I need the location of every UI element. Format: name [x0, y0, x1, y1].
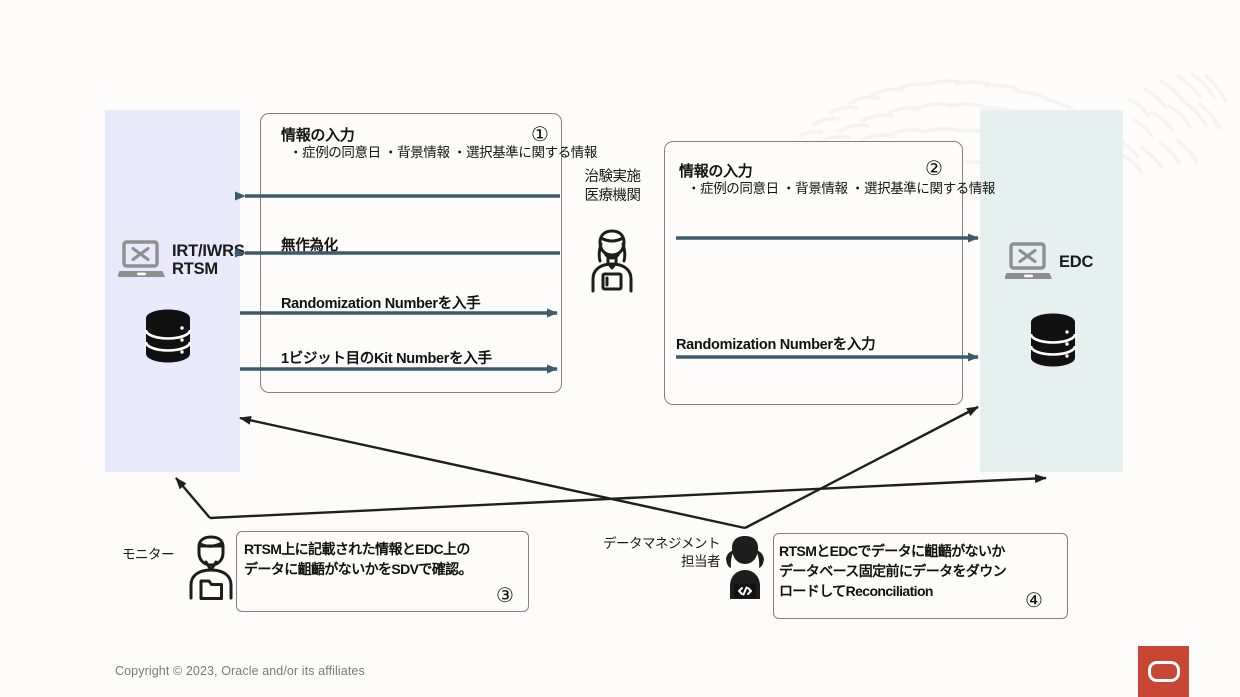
site-actor-group: 治験実施 医療機関 [565, 168, 660, 206]
crossing-connectors [175, 405, 1047, 530]
dm-to-edc-arrow [744, 405, 979, 530]
box1-bullets: ・症例の同意日 ・背景情報 ・選択基準に関する情報 [289, 145, 598, 160]
dm-note-marker: ④ [1025, 590, 1043, 612]
dm-to-irt-arrow [239, 415, 746, 530]
site-actor-label: 治験実施 医療機関 [584, 169, 642, 204]
person-clipboard-icon [591, 229, 633, 293]
box2-bullets: ・症例の同意日 ・背景情報 ・選択基準に関する情報 [687, 181, 996, 196]
laptop-tools-icon [118, 240, 165, 277]
database-icon [144, 309, 192, 363]
edc-system-group: EDC [1005, 242, 1093, 282]
box1-flow-label-3: Randomization Numberを入手 [281, 296, 481, 312]
person-folder-icon [189, 535, 233, 600]
box1-title: 情報の入力 [281, 127, 355, 144]
box1-flow-label-4: 1ビジット目のKit Numberを入手 [281, 351, 492, 367]
box2-flow-label-2: Randomization Numberを入力 [676, 337, 876, 353]
monitor-to-edc-arrow [209, 474, 1047, 520]
oracle-oval-mark [1147, 661, 1180, 682]
laptop-tools-icon [1005, 242, 1052, 279]
irt-rtsm-column [105, 110, 240, 472]
box1-marker: ① [531, 124, 549, 146]
irt-system-label: IRT/IWRS RTSM [172, 241, 245, 278]
oracle-logo [1138, 646, 1189, 697]
edc-column [980, 110, 1123, 472]
box1-flow-label-2: 無作為化 [281, 238, 338, 254]
monitor-label: モニター [122, 547, 175, 562]
monitor-note-box [236, 531, 529, 612]
dm-note-box [773, 533, 1068, 619]
copyright-text: Copyright © 2023, Oracle and/or its affi… [115, 664, 365, 678]
monitor-note-text: RTSM上に記載された情報とEDC上の データに齟齬がないかをSDVで確認。 [244, 541, 473, 577]
edc-system-label: EDC [1059, 252, 1094, 271]
box2-marker: ② [925, 158, 943, 180]
data-management-label: データマネジメント 担当者 [603, 536, 721, 569]
database-icon [1029, 313, 1077, 367]
monitor-to-irt-arrow [175, 477, 211, 519]
box2-title: 情報の入力 [679, 163, 753, 180]
irt-system-group: IRT/IWRS RTSM [118, 240, 245, 280]
monitor-note-marker: ③ [496, 585, 514, 607]
message-box-2 [664, 141, 963, 405]
person-code-icon [726, 536, 764, 599]
dm-note-text: RTSMとEDCでデータに齟齬がないか データベース固定前にデータをダウン ロー… [779, 543, 1007, 599]
